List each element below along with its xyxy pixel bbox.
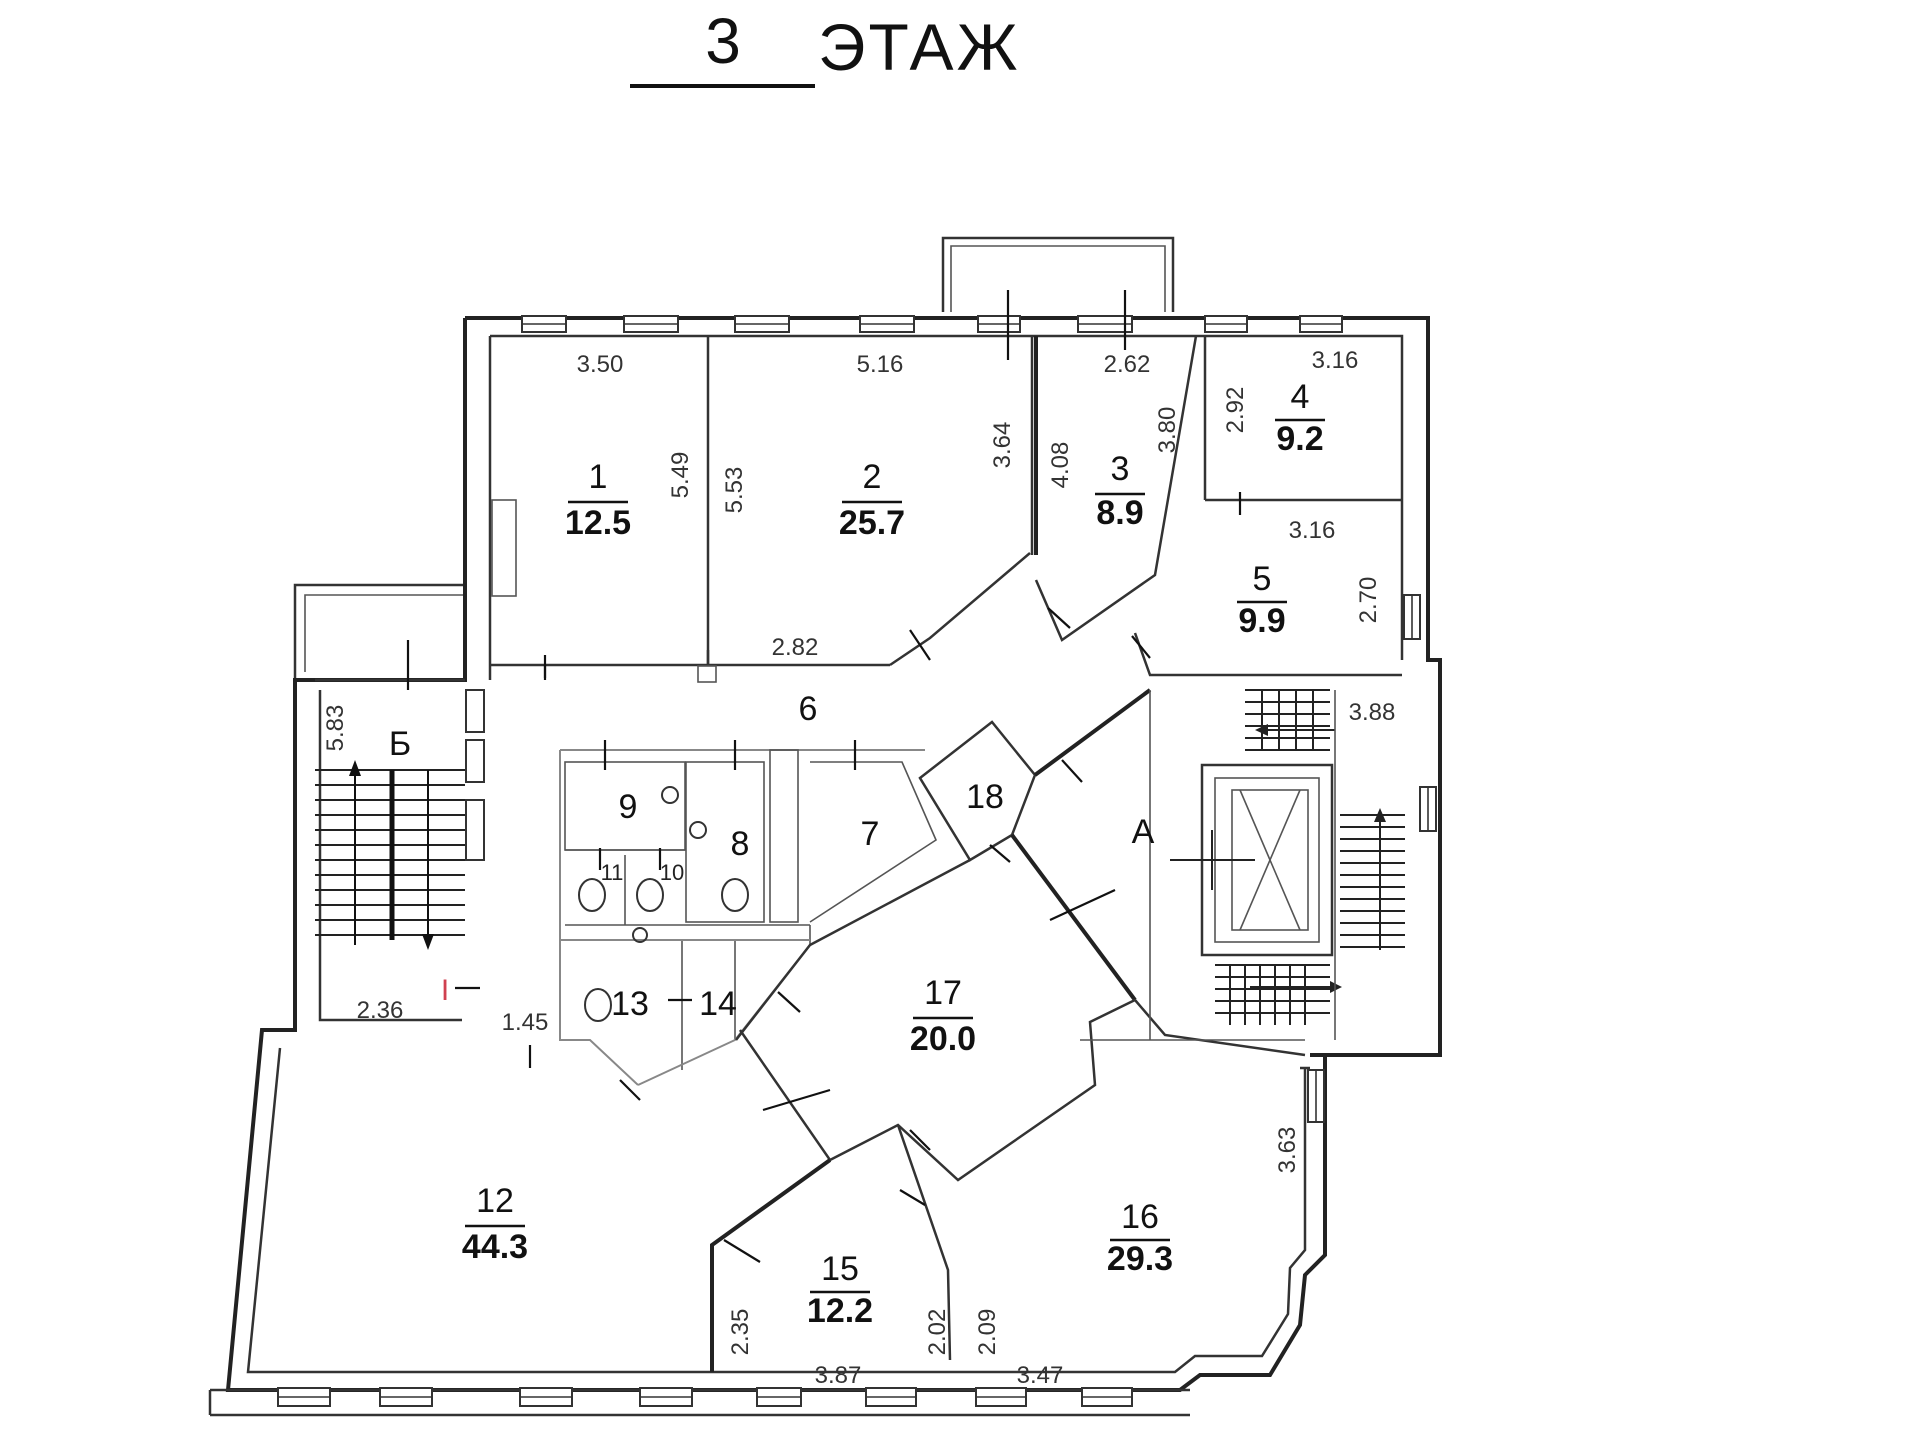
dim-r5-depth: 2.70 bbox=[1355, 577, 1382, 624]
floor-number: 3 bbox=[705, 5, 741, 77]
dim-r4-left: 2.92 bbox=[1222, 387, 1249, 434]
dim-stair-b-depth: 5.83 bbox=[322, 705, 349, 752]
door-markers bbox=[406, 290, 1242, 1263]
room-2: 2 25.7 bbox=[839, 458, 905, 542]
left-balcony bbox=[293, 583, 465, 680]
top-balcony bbox=[941, 236, 1175, 312]
room-16-number: 16 bbox=[1121, 1198, 1159, 1236]
dim-r3-left: 4.08 bbox=[1047, 442, 1074, 489]
dim-r15-left: 2.35 bbox=[727, 1309, 754, 1356]
room-17: 17 20.0 bbox=[910, 974, 976, 1058]
room-5: 5 9.9 bbox=[1237, 560, 1287, 640]
room-15-number: 15 bbox=[821, 1250, 859, 1288]
room-3: 3 8.9 bbox=[1095, 450, 1145, 532]
windows-bottom bbox=[277, 1387, 1133, 1407]
room-15: 15 12.2 bbox=[807, 1250, 873, 1330]
stair-a-label: А bbox=[1132, 813, 1155, 851]
room-1-area: 12.5 bbox=[565, 504, 631, 542]
room-5-area: 9.9 bbox=[1238, 602, 1285, 640]
dim-r16-left: 2.09 bbox=[974, 1309, 1001, 1356]
room-7-number: 7 bbox=[861, 815, 880, 853]
windows-top bbox=[521, 315, 1343, 333]
room-13-number: 13 bbox=[611, 985, 649, 1023]
dim-r5-width: 3.16 bbox=[1289, 517, 1336, 544]
room-16-area: 29.3 bbox=[1107, 1240, 1173, 1278]
stair-b bbox=[315, 678, 465, 950]
room-2-number: 2 bbox=[863, 458, 882, 496]
inner-partitions bbox=[559, 749, 938, 1086]
dim-r15-width: 3.87 bbox=[815, 1362, 862, 1389]
room-17-area: 20.0 bbox=[910, 1020, 976, 1058]
dim-r3-right: 3.80 bbox=[1154, 407, 1181, 454]
dim-r3-width: 2.62 bbox=[1104, 351, 1151, 378]
wc-fixtures bbox=[578, 786, 749, 1022]
dim-r2-bottom: 2.82 bbox=[772, 634, 819, 661]
room-4: 4 9.2 bbox=[1275, 378, 1325, 458]
dim-r4-width: 3.16 bbox=[1312, 347, 1359, 374]
dim-r1-width: 3.50 bbox=[577, 351, 624, 378]
room-10-number: 10 bbox=[660, 860, 684, 885]
dim-corridor-small: 1.45 bbox=[502, 1009, 549, 1036]
wall-niche bbox=[491, 499, 517, 597]
room-17-number: 17 bbox=[924, 974, 962, 1012]
room-6-number: 6 bbox=[799, 690, 818, 728]
dim-stair-b-width: 2.36 bbox=[357, 997, 404, 1024]
stair-b-label: Б bbox=[389, 725, 411, 763]
dim-stair-a-width: 3.88 bbox=[1349, 699, 1396, 726]
dim-r1-depth: 5.49 bbox=[667, 452, 694, 499]
room-16: 16 29.3 bbox=[1107, 1198, 1173, 1278]
dimensions: 3.50 5.49 5.53 5.16 3.64 2.82 4.08 2.62 … bbox=[322, 347, 1395, 1389]
room-14-number: 14 bbox=[699, 985, 737, 1023]
room-1-number: 1 bbox=[589, 458, 608, 496]
stair-a bbox=[1149, 689, 1405, 1040]
room-2-area: 25.7 bbox=[839, 504, 905, 542]
dim-r16-side: 3.63 bbox=[1274, 1127, 1301, 1174]
room-5-number: 5 bbox=[1253, 560, 1272, 598]
room-18-number: 18 bbox=[966, 778, 1004, 816]
room-12: 12 44.3 bbox=[462, 1182, 528, 1266]
dim-r2-left: 5.53 bbox=[721, 467, 748, 514]
dim-r16-width: 3.47 bbox=[1017, 1362, 1064, 1389]
room-15-area: 12.2 bbox=[807, 1292, 873, 1330]
room-4-number: 4 bbox=[1291, 378, 1310, 416]
dim-r15-right: 2.02 bbox=[924, 1309, 951, 1356]
room-3-area: 8.9 bbox=[1096, 494, 1143, 532]
dim-r2-right: 3.64 bbox=[989, 422, 1016, 469]
windows-side bbox=[465, 594, 1437, 1123]
room-9-number: 9 bbox=[619, 788, 638, 826]
room-8-number: 8 bbox=[731, 825, 750, 863]
floor-word: ЭТАЖ bbox=[818, 10, 1021, 84]
room-11-number: 11 bbox=[601, 860, 624, 885]
marker-label: I bbox=[441, 974, 449, 1007]
room-4-area: 9.2 bbox=[1276, 420, 1323, 458]
room-12-number: 12 bbox=[476, 1182, 514, 1220]
room-12-area: 44.3 bbox=[462, 1228, 528, 1266]
dim-r2-width: 5.16 bbox=[857, 351, 904, 378]
room-3-number: 3 bbox=[1111, 450, 1130, 488]
central-rooms bbox=[710, 688, 1306, 1372]
room-1: 1 12.5 bbox=[565, 458, 631, 542]
